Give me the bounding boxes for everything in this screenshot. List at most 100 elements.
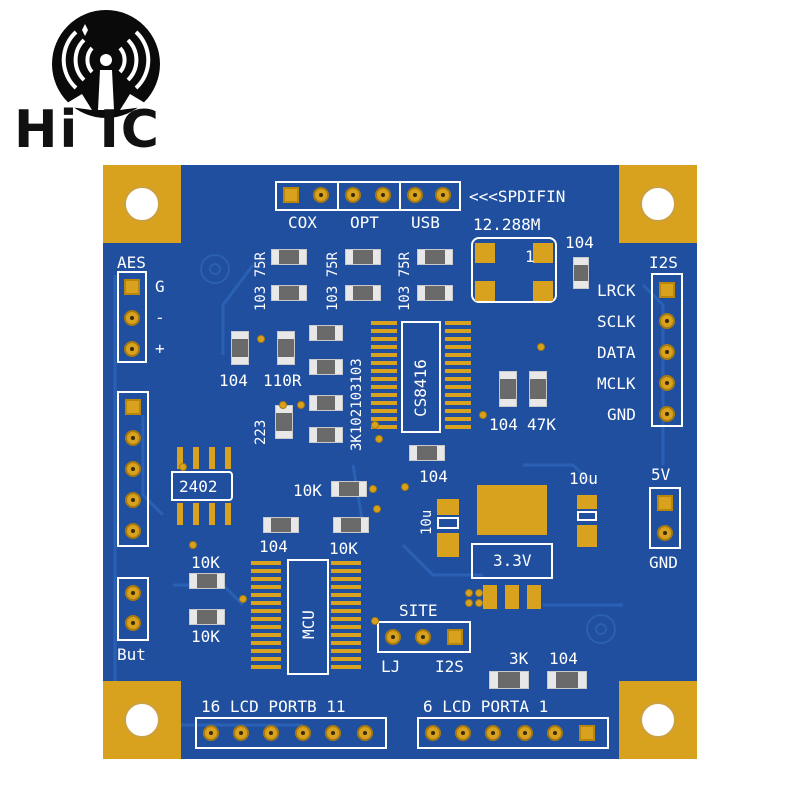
ic-pin <box>193 503 199 525</box>
via <box>189 541 197 549</box>
ic-pin <box>251 585 281 589</box>
via <box>537 343 545 351</box>
r10k-a-label: 10K <box>293 481 322 500</box>
resistor <box>271 249 307 265</box>
portb-label: 16 LCD PORTB 11 <box>201 697 346 716</box>
resistor <box>309 427 343 443</box>
via <box>465 589 473 597</box>
ic-pin <box>331 633 361 637</box>
aes-header <box>117 271 147 363</box>
via <box>179 463 187 471</box>
regulator-pin <box>505 585 519 609</box>
left-header-pin <box>125 430 141 446</box>
ic-pin <box>371 361 397 365</box>
r110-label: 110R <box>263 371 302 390</box>
ic-pin <box>445 329 471 333</box>
ic-pin <box>331 569 361 573</box>
r10k-c-label: 10K <box>191 553 220 572</box>
ic-pin <box>331 593 361 597</box>
ic-pin <box>177 503 183 525</box>
crystal-pad <box>475 281 495 301</box>
ic-pin <box>445 385 471 389</box>
r2-label: 103 75R <box>325 251 341 311</box>
r47k-label: 47K <box>527 415 556 434</box>
portb-pin <box>233 725 249 741</box>
portb-pin <box>357 725 373 741</box>
ic-pin <box>251 593 281 597</box>
regulator-tab <box>477 485 547 535</box>
resistor <box>333 517 369 533</box>
ic-pin <box>371 329 397 333</box>
aes-pin <box>124 279 140 295</box>
aes-pin-label: - <box>155 308 165 327</box>
hiic-logo: Hi IC <box>8 8 183 158</box>
regulator-outline <box>471 543 553 579</box>
mount-hole-top-left <box>103 165 181 243</box>
tantalum-pad <box>577 525 597 547</box>
cap223-label: 223 <box>253 419 269 445</box>
capacitor <box>417 285 453 301</box>
resistor <box>309 325 343 341</box>
porta-pin <box>579 725 595 741</box>
mount-hole-bottom-left <box>103 681 181 759</box>
ic-pin <box>209 447 215 469</box>
left-header-pin <box>125 399 141 415</box>
capacitor <box>345 285 381 301</box>
site-pin <box>447 629 463 645</box>
ic-pin <box>251 665 281 669</box>
porta-label: 6 LCD PORTA 1 <box>423 697 549 716</box>
left-header <box>117 391 149 547</box>
crystal-pad <box>533 243 553 263</box>
power-pin <box>657 495 673 511</box>
usb-label: USB <box>411 213 440 232</box>
aes-pin-label: G <box>155 277 165 296</box>
r1-label: 103 75R <box>253 251 269 311</box>
cox-label: COX <box>288 213 317 232</box>
aes-title: AES <box>117 253 146 272</box>
mcu-chip <box>287 559 329 675</box>
spdif-pin <box>345 187 361 203</box>
ic-pin <box>445 417 471 421</box>
capacitor <box>409 445 445 461</box>
crystal-pin1-label: 1 <box>525 247 535 266</box>
power-gnd-label: GND <box>649 553 678 572</box>
c104-b-label: 104 <box>259 537 288 556</box>
portb-pin <box>295 725 311 741</box>
ic-pin <box>445 361 471 365</box>
power-header <box>649 487 681 549</box>
cs8416-chip <box>401 321 441 433</box>
site-title: SITE <box>399 601 438 620</box>
ic-pin <box>371 337 397 341</box>
ic-pin <box>331 561 361 565</box>
ic-pin <box>225 503 231 525</box>
resistor <box>417 249 453 265</box>
ic-pin <box>445 353 471 357</box>
i2s-pin <box>659 406 675 422</box>
lcd-porta-header <box>417 717 609 749</box>
portb-pin <box>263 725 279 741</box>
crystal-cap-label: 104 <box>565 233 594 252</box>
mcu-label: MCU <box>299 610 318 639</box>
r10k-b-label: 10K <box>329 539 358 558</box>
tantalum-pad <box>437 533 459 557</box>
resistor <box>345 249 381 265</box>
capacitor <box>263 517 299 533</box>
c104-mid-label: 104 <box>419 467 448 486</box>
ic-pin <box>371 393 397 397</box>
cap10u-label: 10u <box>419 509 435 535</box>
site-lj-label: LJ <box>381 657 401 676</box>
mount-hole-bottom-right <box>619 681 697 759</box>
resistor <box>489 671 529 689</box>
eeprom-chip <box>171 471 233 501</box>
ic-pin <box>209 503 215 525</box>
ic-pin <box>445 377 471 381</box>
ic-pin <box>177 447 183 469</box>
ic-pin <box>251 657 281 661</box>
via <box>373 505 381 513</box>
capacitor <box>499 371 517 407</box>
spdif-pin <box>313 187 329 203</box>
i2s-lrck-label: LRCK <box>597 281 636 300</box>
tantalum-pad <box>577 495 597 509</box>
mount-hole-top-right <box>619 165 697 243</box>
resistor <box>309 395 343 411</box>
